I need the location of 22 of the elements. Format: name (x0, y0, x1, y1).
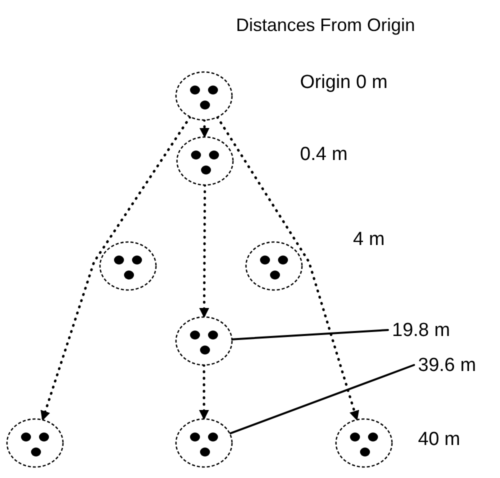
dotted-arrow (40, 116, 192, 422)
dashed-circle (176, 136, 234, 186)
dashed-circle (6, 418, 64, 468)
dashed-circle (175, 71, 233, 121)
dotted-arrow (216, 116, 360, 422)
dotted-arrow (199, 364, 209, 420)
distance-label: 39.6 m (418, 356, 476, 374)
dashed-circle (175, 316, 233, 366)
leader-line (230, 329, 389, 340)
dashed-circle (335, 418, 393, 468)
distance-label: 19.8 m (392, 320, 450, 340)
leader-line (228, 364, 415, 435)
dotted-arrow (199, 184, 210, 318)
dashed-circle (99, 241, 157, 291)
distance-label: 40 m (418, 430, 460, 449)
dashed-circle (245, 241, 303, 291)
distance-label: 0.4 m (300, 145, 348, 164)
distance-label: Origin 0 m (300, 73, 388, 92)
title: Distances From Origin (236, 14, 416, 37)
dotted-arrow (200, 118, 210, 138)
dashed-circle (175, 418, 233, 468)
distance-label: 4 m (353, 230, 385, 249)
